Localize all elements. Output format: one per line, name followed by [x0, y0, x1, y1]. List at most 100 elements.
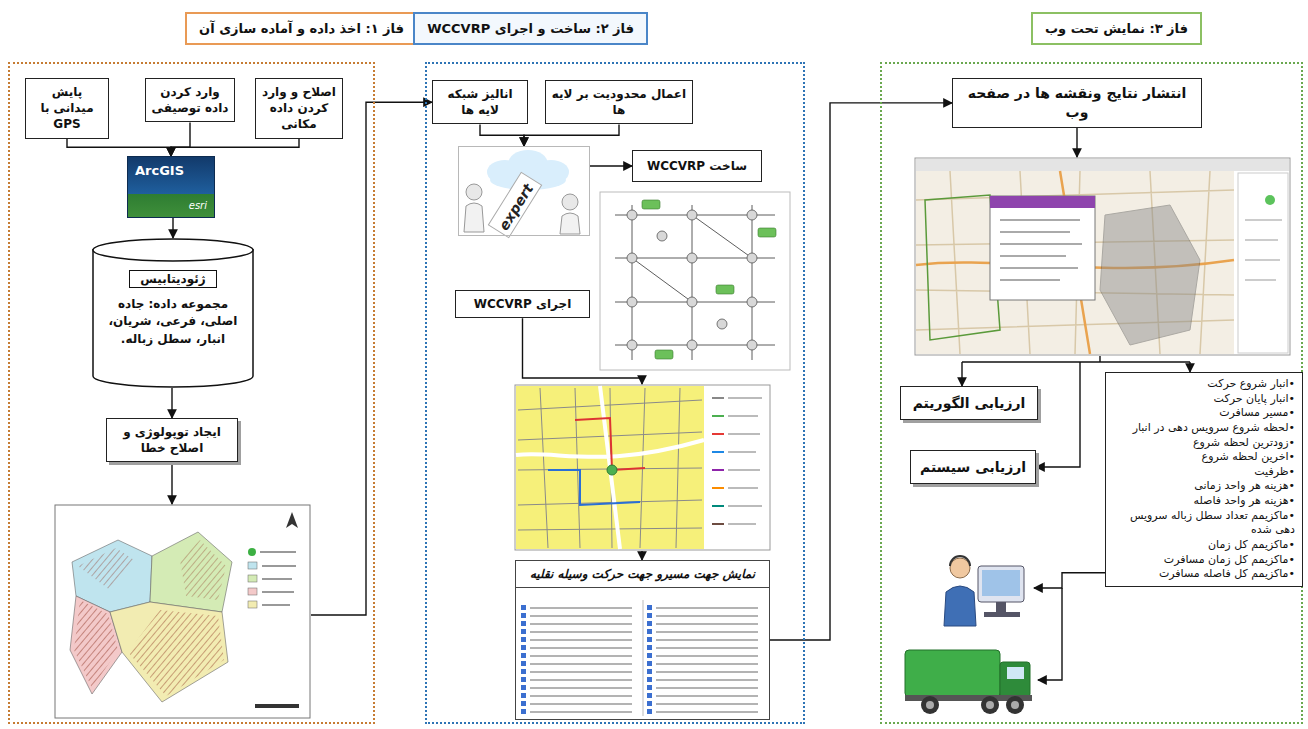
node-text: •هزینه هر واحد فاصله	[1113, 494, 1295, 509]
web-map-screenshot	[1100, 205, 1200, 345]
node-text: پایش میدانی با GPS	[31, 84, 103, 133]
node-text: ارزیابی الگوریتم	[906, 394, 1032, 413]
web-map-screenshot	[916, 171, 1234, 354]
database-outline	[92, 238, 254, 388]
process-box: اجرای WCCVRP	[455, 290, 590, 318]
web-map-screenshot	[1000, 220, 1082, 280]
node-text: •انبار پایان حرکت	[1113, 392, 1295, 407]
phase-heading: فاز ۱: اخذ داده و آماده سازی آن	[185, 12, 418, 45]
node-text: ایجاد توپولوژی و اصلاح خطا	[112, 424, 232, 456]
network-model	[627, 297, 637, 307]
route-map	[728, 433, 760, 435]
phase-heading: فاز ۲: ساخت و اجرای WCCVRP	[413, 12, 648, 45]
route-map	[728, 523, 756, 525]
network-model	[747, 297, 757, 307]
node-text: •ماکزیمم کل زمان	[1113, 538, 1295, 553]
flow-arrow	[480, 124, 524, 146]
district-map	[248, 588, 257, 595]
network-model	[747, 340, 757, 350]
district-map	[78, 548, 134, 590]
district-map	[128, 610, 224, 696]
flow-arrow	[171, 122, 190, 156]
web-map-screenshot	[915, 158, 1290, 355]
flow-line	[1036, 362, 1080, 467]
node-text: انالیز شبکه لایه ها	[438, 86, 522, 118]
flow-arrow	[172, 218, 173, 238]
flow-arrow	[171, 388, 172, 418]
node-text: اعمال محدودیت بر لایه ها	[551, 86, 687, 118]
database-outline	[93, 249, 253, 387]
garbage-truck	[981, 696, 999, 714]
database-cylinder: ژئودیتابیس مجموعه داده: جاده اصلی، فرعی، …	[92, 238, 254, 388]
phase-heading: فاز ۳: نمایش تحت وب	[1031, 12, 1202, 45]
process-box: اعمال محدودیت بر لایه ها	[545, 80, 693, 124]
flow-line	[1076, 128, 1077, 157]
route-map	[728, 397, 762, 399]
user-icon	[982, 570, 1020, 596]
expert-illustration	[464, 150, 580, 238]
district-map	[74, 600, 118, 688]
district-map	[248, 562, 257, 569]
route-map	[516, 386, 704, 549]
node-text: •اخرین لحظه شروع	[1113, 450, 1295, 465]
district-map	[248, 548, 256, 556]
web-map-screenshot	[916, 171, 1234, 354]
node-text: esri	[135, 200, 207, 211]
route-map	[548, 470, 640, 505]
route-map	[712, 523, 724, 525]
phase-panel: فاز ۱: اخذ داده و آماده سازی آناصلاح و و…	[8, 62, 375, 724]
user-icon	[950, 558, 970, 578]
expert-illustration	[533, 160, 569, 184]
node-text: •ماکزیمم تعداد سطل زباله سرویس دهی شده	[1113, 509, 1295, 538]
expert-illustration	[562, 194, 578, 210]
route-map	[515, 385, 770, 550]
node-text: وارد کردن داده توصیفی	[151, 84, 229, 116]
node-text: •لحظه شروع سرویس دهی در انبار	[1113, 421, 1295, 436]
flow-line	[1189, 362, 1190, 372]
route-map	[515, 385, 770, 550]
garbage-truck	[905, 650, 1032, 714]
node-text: •زودترین لحظه شروع	[1113, 436, 1295, 451]
process-box: ایجاد توپولوژی و اصلاح خطا	[106, 418, 238, 462]
flow-line	[523, 318, 643, 384]
network-model	[657, 231, 667, 241]
garbage-truck	[1007, 667, 1024, 679]
process-box: ساخت WCCVRP	[632, 150, 762, 182]
district-map	[180, 540, 226, 600]
network-model	[716, 285, 734, 294]
edge-layer	[67, 103, 952, 640]
node-text: •ماکزیمم کل فاصله مسافرت	[1113, 567, 1295, 582]
network-model	[627, 253, 637, 263]
process-box: وارد کردن داده توصیفی	[145, 78, 235, 122]
node-text: •مسیر مسافرت	[1113, 406, 1295, 421]
user-icon	[950, 556, 970, 566]
route-table	[520, 604, 640, 716]
route-map	[607, 465, 617, 475]
phase-panel: فاز ۲: ساخت و اجرای WCCVRPاعمال محدودیت …	[425, 62, 805, 724]
node-text: مجموعه داده: جاده اصلی، فرعی، شریان، انب…	[104, 296, 242, 348]
user-icon	[978, 566, 1024, 602]
web-map-screenshot	[916, 171, 1234, 354]
district-map	[55, 505, 310, 718]
network-model	[758, 228, 776, 237]
process-box: انتشار نتایج ونقشه ها در صفحه وب	[952, 78, 1202, 128]
user-icon	[996, 602, 1006, 612]
network-model	[627, 210, 757, 350]
network-model	[600, 192, 790, 370]
user-icon	[944, 556, 1024, 626]
node-text: ساخت WCCVRP	[638, 158, 756, 174]
process-box: انالیز شبکه لایه ها	[432, 80, 528, 124]
route-table	[646, 604, 766, 716]
web-map-screenshot	[1265, 195, 1275, 205]
flow-arrow	[770, 103, 952, 640]
node-text: ژئودیتابیس	[129, 270, 216, 288]
route-map	[712, 433, 724, 435]
route-map	[518, 388, 702, 548]
route-map	[728, 415, 758, 417]
database-outline	[93, 239, 253, 261]
district-map	[260, 551, 296, 553]
route-table	[643, 600, 644, 716]
route-table-box: نمایش جهت مسیرو جهت حرکت وسیله نقلیه	[515, 560, 770, 720]
process-box: اصلاح و وارد کردن داده مکانی	[255, 78, 343, 139]
